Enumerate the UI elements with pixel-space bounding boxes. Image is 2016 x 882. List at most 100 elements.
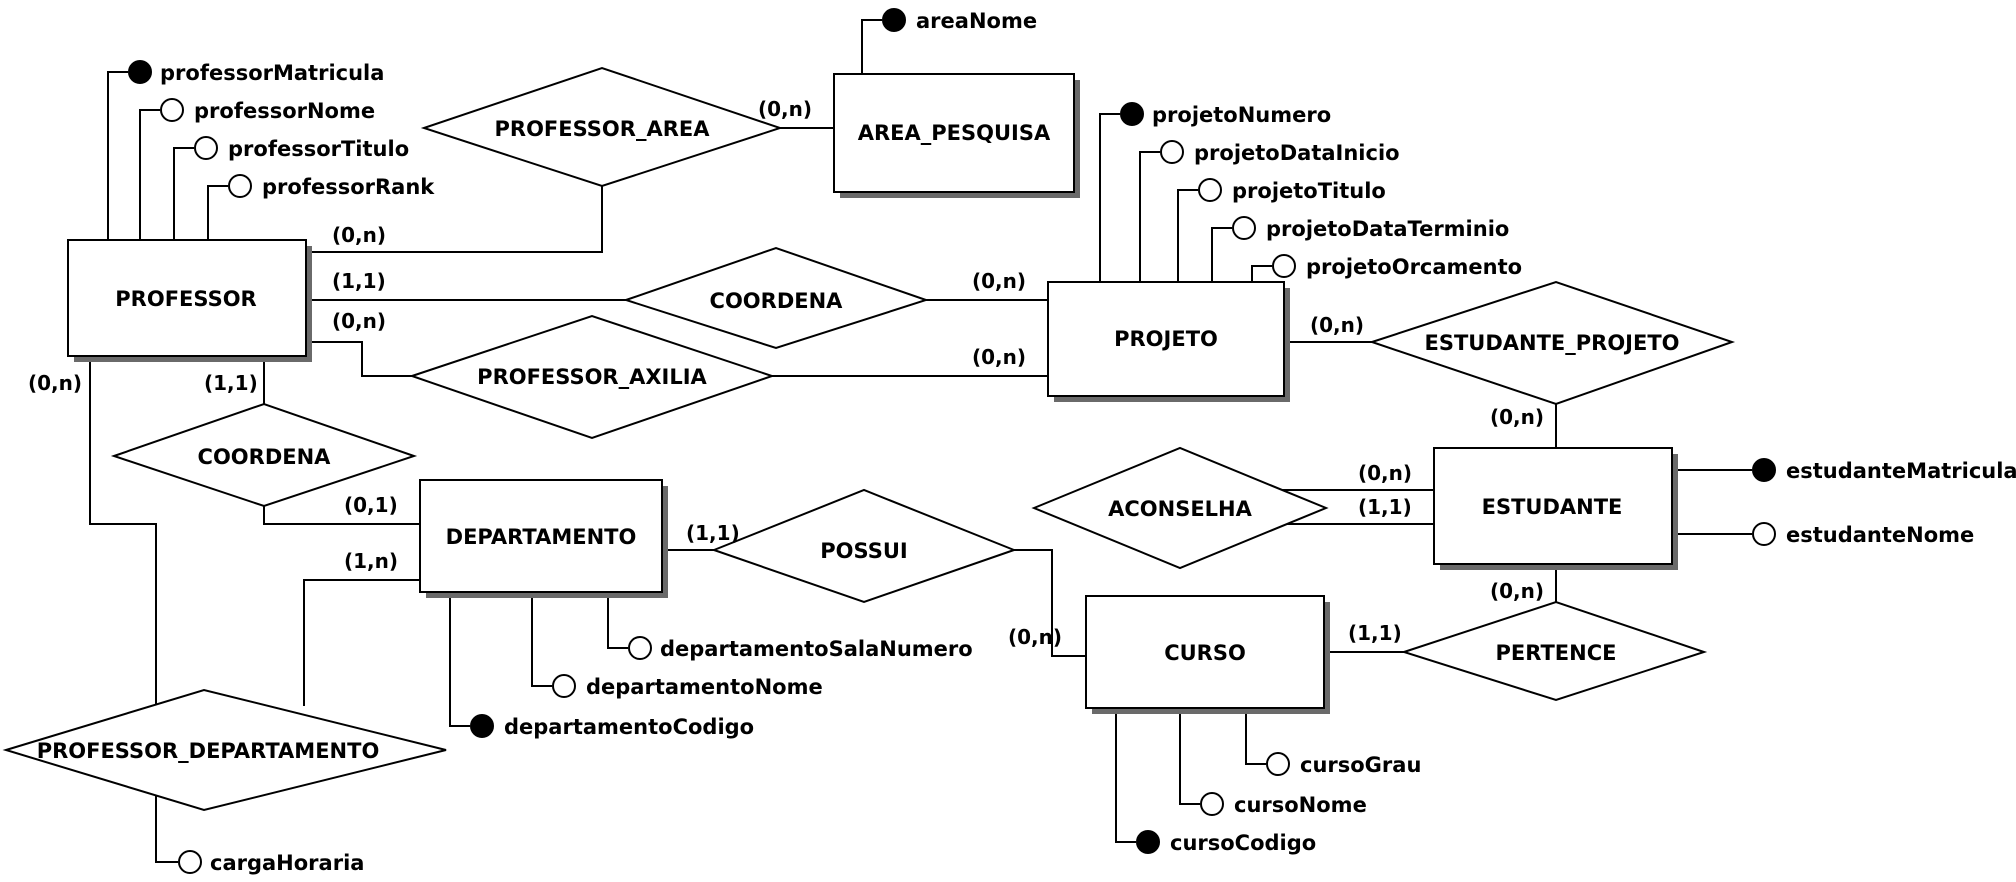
link-professor-prof-dep <box>89 356 157 710</box>
relationship-label: PROFESSOR_AXILIA <box>477 365 707 389</box>
attribute-curso-codigo[interactable]: cursoCodigo <box>1136 830 1316 855</box>
attribute-label: professorTitulo <box>228 137 409 161</box>
attribute-projeto-data-inicio[interactable]: projetoDataInicio <box>1160 140 1400 165</box>
attribute-icon <box>552 674 576 698</box>
stem-curso-codigo <box>1115 708 1136 843</box>
cardinality-label: (0,n) <box>332 309 386 333</box>
attribute-label: projetoDataInicio <box>1194 141 1400 165</box>
entity-professor[interactable]: PROFESSOR <box>67 239 312 362</box>
stem-professor-rank <box>207 185 228 240</box>
attribute-label: projetoDataTerminio <box>1266 217 1509 241</box>
attribute-label: projetoNumero <box>1152 103 1331 127</box>
stem-area-nome <box>861 19 882 74</box>
cardinality-label: (1,1) <box>686 521 740 545</box>
attribute-carga-horaria[interactable]: cargaHoraria <box>178 850 364 875</box>
stem-curso-nome <box>1179 708 1200 805</box>
cardinality-label: (0,1) <box>344 493 398 517</box>
attribute-projeto-titulo[interactable]: projetoTitulo <box>1198 178 1386 203</box>
stem-projeto-titulo <box>1177 189 1198 282</box>
entity-label: PROJETO <box>1114 327 1218 351</box>
attribute-label: cursoCodigo <box>1170 831 1316 855</box>
attribute-label: areaNome <box>916 9 1037 33</box>
relationship-estudante-projeto[interactable]: ESTUDANTE_PROJETO <box>1368 280 1736 406</box>
attribute-projeto-numero[interactable]: projetoNumero <box>1120 102 1331 127</box>
relationship-label: COORDENA <box>198 445 332 469</box>
relationship-coordena-departamento[interactable]: COORDENA <box>110 402 418 508</box>
stem-projeto-data-inicio <box>1139 151 1160 282</box>
attribute-label: projetoOrcamento <box>1306 255 1522 279</box>
cardinality-label: (0,n) <box>28 371 82 395</box>
attribute-label: professorMatricula <box>160 61 384 85</box>
attribute-estudante-matricula[interactable]: estudanteMatricula <box>1752 458 2016 483</box>
cardinalities: (0,n) (0,n) (1,1) (0,n) (0,n) (0,n) (0,n… <box>28 97 1544 649</box>
primary-key-icon <box>470 714 494 738</box>
cardinality-label: (1,1) <box>1348 621 1402 645</box>
cardinality-label: (0,n) <box>1310 313 1364 337</box>
attribute-label: departamentoCodigo <box>504 715 754 739</box>
cardinality-label: (1,1) <box>332 269 386 293</box>
relationship-pertence[interactable]: PERTENCE <box>1400 600 1708 702</box>
primary-key-icon <box>1120 102 1144 126</box>
stem-projeto-orcamento <box>1251 265 1272 282</box>
entity-label: AREA_PESQUISA <box>858 121 1051 145</box>
attribute-projeto-orcamento[interactable]: projetoOrcamento <box>1272 254 1522 279</box>
entity-departamento[interactable]: DEPARTAMENTO <box>419 479 668 598</box>
relationship-label: COORDENA <box>710 289 844 313</box>
attribute-label: cargaHoraria <box>210 851 364 875</box>
stem-departamento-sala <box>607 592 628 649</box>
relationship-possui[interactable]: POSSUI <box>711 488 1017 604</box>
entity-label: CURSO <box>1164 641 1246 665</box>
attribute-curso-grau[interactable]: cursoGrau <box>1266 752 1421 777</box>
entity-estudante[interactable]: ESTUDANTE <box>1433 447 1678 570</box>
primary-key-icon <box>1752 458 1776 482</box>
cardinality-label: (0,n) <box>1358 461 1412 485</box>
link-prof-dep-departamento <box>303 579 420 706</box>
relationship-label: POSSUI <box>820 539 907 563</box>
attribute-professor-titulo[interactable]: professorTitulo <box>194 136 409 161</box>
relationship-label: ACONSELHA <box>1108 497 1253 521</box>
attribute-departamento-codigo[interactable]: departamentoCodigo <box>470 714 754 739</box>
primary-key-icon <box>1136 830 1160 854</box>
relationship-aconselha[interactable]: ACONSELHA <box>1031 446 1329 570</box>
entity-curso[interactable]: CURSO <box>1085 595 1330 714</box>
attribute-icon <box>1266 752 1290 776</box>
attribute-label: cursoGrau <box>1300 753 1421 777</box>
cardinality-label: (1,1) <box>1358 495 1412 519</box>
entity-label: PROFESSOR <box>115 287 256 311</box>
entity-area-pesquisa[interactable]: AREA_PESQUISA <box>833 73 1080 198</box>
relationship-label: PROFESSOR_DEPARTAMENTO <box>37 739 380 763</box>
attribute-projeto-data-terminio[interactable]: projetoDataTerminio <box>1232 216 1509 241</box>
attribute-label: professorRank <box>262 175 435 199</box>
attribute-curso-nome[interactable]: cursoNome <box>1200 792 1367 817</box>
relationship-professor-axilia[interactable]: PROFESSOR_AXILIA <box>408 314 776 440</box>
cardinality-label: (0,n) <box>332 223 386 247</box>
relationship-professor-departamento[interactable]: PROFESSOR_DEPARTAMENTO <box>2 688 447 812</box>
primary-key-icon <box>882 8 906 32</box>
attribute-icon <box>628 636 652 660</box>
relationship-coordena-projeto[interactable]: COORDENA <box>622 246 930 350</box>
attribute-label: departamentoSalaNumero <box>660 637 973 661</box>
connectors <box>89 19 1752 863</box>
attribute-professor-rank[interactable]: professorRank <box>228 174 435 199</box>
cardinality-label: (0,n) <box>1490 405 1544 429</box>
relationship-professor-area[interactable]: PROFESSOR_AREA <box>420 66 784 188</box>
attribute-label: projetoTitulo <box>1232 179 1386 203</box>
attribute-estudante-nome[interactable]: estudanteNome <box>1752 522 1974 547</box>
attribute-icon <box>1160 140 1184 164</box>
attribute-label: cursoNome <box>1234 793 1367 817</box>
stem-projeto-data-terminio <box>1211 227 1232 282</box>
attribute-professor-nome[interactable]: professorNome <box>160 98 375 123</box>
attribute-area-nome[interactable]: areaNome <box>882 8 1037 33</box>
attribute-icon <box>1232 216 1256 240</box>
attribute-departamento-nome[interactable]: departamentoNome <box>552 674 823 699</box>
link-prof-dep-carga <box>155 796 178 863</box>
link-professor-professor-area <box>306 186 603 253</box>
entity-projeto[interactable]: PROJETO <box>1047 281 1290 402</box>
link-possui-curso <box>1014 549 1086 657</box>
entity-label: ESTUDANTE <box>1482 495 1623 519</box>
attribute-departamento-sala-numero[interactable]: departamentoSalaNumero <box>628 636 973 661</box>
stem-professor-titulo <box>173 147 194 240</box>
relationship-label: PROFESSOR_AREA <box>495 117 711 141</box>
attribute-professor-matricula[interactable]: professorMatricula <box>128 60 384 85</box>
